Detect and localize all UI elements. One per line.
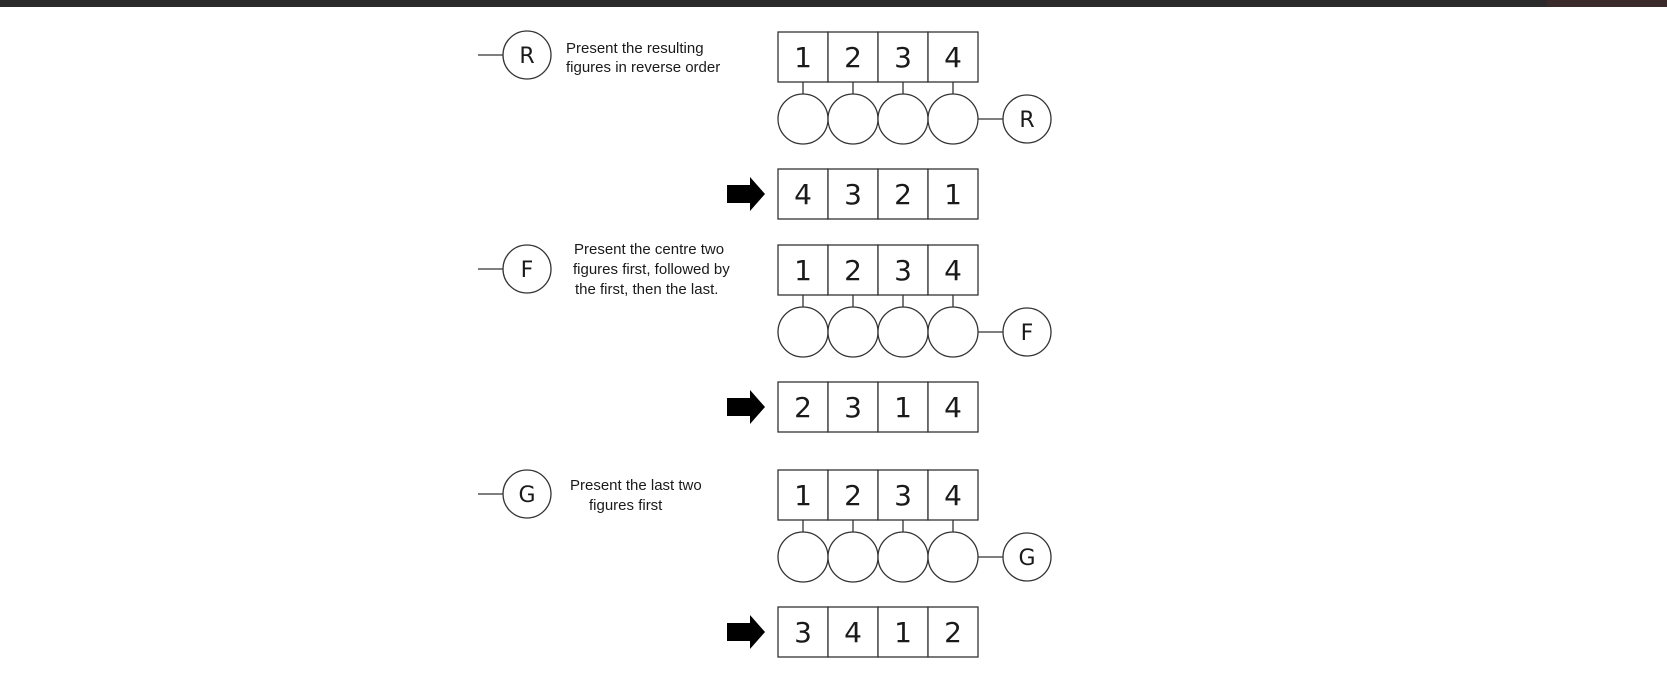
legend-circle [502,469,552,519]
legend-circle [502,30,552,80]
digit-box [877,606,929,658]
chain-circle [777,306,829,358]
operation-letter: F [1021,321,1034,346]
digit-box [777,244,829,296]
circle-chain: F [777,306,1052,358]
description-line: figures first, followed by [573,261,730,278]
right-arrow-icon [727,390,765,424]
operation-section-f: F Present the centre two figures first, … [478,241,1052,433]
operation-description: Present the last two figures first [570,477,706,514]
window-top-bar [0,0,1667,7]
description-line: the first, then the last. [575,281,718,298]
output-digit: 4 [794,178,812,211]
right-arrow-icon [727,615,765,649]
operation-circle [1002,307,1052,357]
right-arrow-icon [727,177,765,211]
input-box-row: 1 2 3 4 [777,469,979,521]
digit-box [827,381,879,433]
chain-circle [827,531,879,583]
output-digit: 1 [894,391,912,424]
connector-lines [802,520,954,532]
input-digit: 1 [794,254,812,287]
chain-circle [877,93,929,145]
input-digit: 4 [944,479,962,512]
legend-letter: R [519,44,534,69]
chain-circle [777,93,829,145]
output-digit: 3 [794,616,812,649]
operation-section-g: G Present the last two figures first 1 2… [478,469,1052,658]
chain-circle [877,531,929,583]
digit-box [777,31,829,83]
output-digit: 3 [844,391,862,424]
output-digit: 2 [794,391,812,424]
description-line: Present the resulting [566,40,704,57]
result-row: 2 3 1 4 [727,381,979,433]
input-box-row: 1 2 3 4 [777,244,979,296]
digit-box [827,469,879,521]
legend-letter: G [518,483,535,508]
operation-letter: R [1019,108,1034,133]
digit-box [927,244,979,296]
description-line: Present the centre two [574,241,724,258]
digit-box [877,168,929,220]
output-digit: 4 [844,616,862,649]
circle-chain: R [777,93,1052,145]
output-digit: 1 [894,616,912,649]
chain-circle [927,531,979,583]
result-row: 3 4 1 2 [727,606,979,658]
chain-circle [927,306,979,358]
chain-circle [877,306,929,358]
circle-chain: G [777,531,1052,583]
chain-circle [777,531,829,583]
digit-box [927,606,979,658]
input-digit: 2 [844,254,862,287]
digit-box [927,168,979,220]
digit-box [777,381,829,433]
operation-circle [1002,532,1052,582]
operation-description: Present the centre two figures first, fo… [573,241,734,298]
digit-box [827,606,879,658]
input-box-row: 1 2 3 4 [777,31,979,83]
input-digit: 4 [944,41,962,74]
operation-description: Present the resulting figures in reverse… [566,40,720,76]
input-digit: 2 [844,41,862,74]
output-digit: 2 [894,178,912,211]
operation-circle [1002,94,1052,144]
description-line: figures first [589,497,663,514]
connector-lines [802,82,954,94]
input-digit: 4 [944,254,962,287]
output-digit: 4 [944,391,962,424]
chain-circle [827,306,879,358]
legend-letter: F [521,258,534,283]
output-digit: 1 [944,178,962,211]
operation-letter: G [1018,546,1035,571]
input-digit: 1 [794,41,812,74]
description-line: Present the last two [570,477,702,494]
output-digit: 3 [844,178,862,211]
legend-circle [502,244,552,294]
description-line: figures in reverse order [566,59,720,76]
result-row: 4 3 2 1 [727,168,979,220]
digit-box [927,381,979,433]
operation-section-r: R Present the resulting figures in rever… [478,30,1052,220]
output-digit: 2 [944,616,962,649]
input-digit: 2 [844,479,862,512]
chain-circle [927,93,979,145]
input-digit: 3 [894,479,912,512]
window-top-bar-accent [1547,0,1667,7]
connector-lines [802,295,954,307]
input-digit: 3 [894,254,912,287]
input-digit: 3 [894,41,912,74]
chain-circle [827,93,879,145]
input-digit: 1 [794,479,812,512]
